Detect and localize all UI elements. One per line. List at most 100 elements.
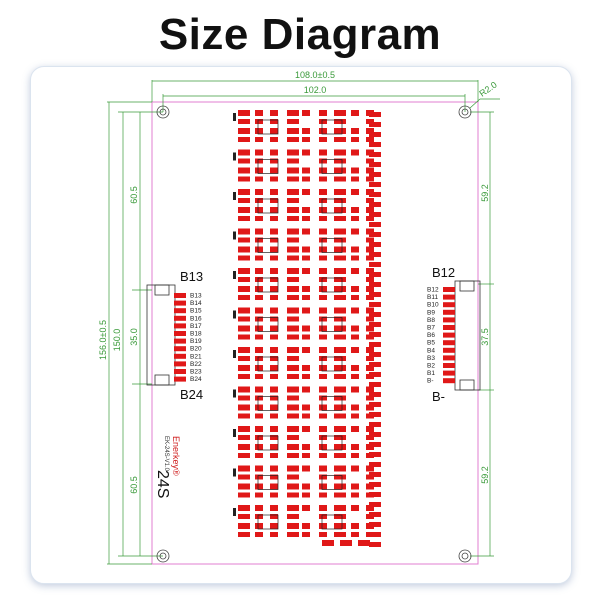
right-pin-label: B7	[427, 325, 435, 332]
smd-pad	[319, 277, 327, 282]
smd-pad	[270, 316, 278, 322]
smd-pad	[287, 453, 299, 458]
smd-pad	[366, 356, 374, 361]
left-pin-pad	[174, 338, 186, 344]
smd-pad	[351, 137, 359, 142]
smd-pad	[366, 347, 374, 353]
smd-pad	[238, 453, 250, 458]
smd-pad	[238, 395, 250, 401]
right-pin-label: B10	[427, 302, 439, 309]
smd-pad	[238, 465, 250, 472]
smd-pad	[238, 413, 250, 419]
smd-pad	[319, 413, 327, 419]
smd-pad	[287, 492, 299, 498]
smd-pad	[255, 277, 263, 282]
smd-pad	[238, 128, 250, 134]
smd-pad	[319, 374, 327, 379]
smd-pad	[255, 207, 263, 213]
smd-pad	[334, 532, 346, 537]
mounting-holes	[156, 105, 472, 563]
left-mid-label: 35.0	[129, 328, 139, 346]
smd-pad	[319, 110, 327, 116]
smd-pad	[351, 128, 359, 134]
smd-pad	[334, 149, 346, 156]
smd-pad	[255, 255, 263, 261]
smd-pad	[334, 413, 346, 419]
left-pin-label: B15	[190, 308, 202, 315]
smd-pad	[238, 532, 250, 537]
right-pin-label: B5	[427, 340, 435, 347]
right-pin-label: B4	[427, 347, 435, 354]
smd-pad	[334, 426, 346, 432]
edge-pad	[369, 212, 381, 217]
smd-pad	[334, 128, 346, 134]
smd-pad	[366, 255, 374, 261]
smd-pad	[351, 216, 359, 221]
smd-pad	[270, 386, 278, 393]
smd-pad	[319, 268, 327, 274]
left-pin-pad	[174, 376, 186, 382]
left-pin-pad	[174, 346, 186, 352]
smd-pad	[340, 540, 352, 546]
smd-pad	[302, 465, 310, 472]
ic-outline	[257, 396, 279, 411]
smd-pad	[334, 110, 346, 116]
cell-block	[233, 268, 374, 300]
smd-pad	[270, 295, 278, 300]
ic-outline	[321, 435, 343, 451]
smd-pad	[302, 426, 310, 432]
smd-pad	[238, 176, 250, 182]
smd-pad	[287, 523, 299, 529]
smd-pad	[351, 426, 359, 432]
right-pin-label: B8	[427, 317, 435, 324]
right-top-label: 59.2	[480, 184, 490, 202]
smd-pad	[334, 295, 346, 300]
right-pin-pad	[443, 347, 455, 353]
smd-pad	[238, 149, 250, 156]
smd-pad	[319, 176, 327, 182]
smd-pad	[255, 465, 263, 472]
smd-pad	[319, 386, 327, 393]
right-pin-label: B9	[427, 309, 435, 316]
smd-pad	[270, 149, 278, 156]
edge-pad	[369, 172, 381, 177]
smd-pad	[287, 325, 299, 332]
smd-pad	[302, 505, 310, 511]
smd-pad	[287, 216, 299, 221]
smd-pad	[287, 444, 299, 450]
edge-pad	[369, 352, 381, 357]
smd-pad	[334, 395, 346, 401]
cell-block	[233, 386, 374, 419]
smd-pad	[351, 110, 359, 116]
smd-pad	[238, 268, 250, 274]
smd-pad	[366, 198, 374, 203]
smd-pad	[238, 356, 250, 361]
smd-pad	[351, 307, 359, 314]
smd-pad	[287, 505, 299, 511]
smd-pad	[238, 110, 250, 116]
edge-pad	[369, 412, 381, 417]
smd-pad	[351, 465, 359, 472]
smd-pad	[366, 207, 374, 213]
smd-pad	[319, 128, 327, 134]
smd-pad	[302, 268, 310, 274]
component-array	[233, 110, 381, 547]
smd-pad	[319, 295, 327, 300]
smd-pad	[270, 453, 278, 458]
smd-pad	[238, 365, 250, 371]
smd-pad	[238, 474, 250, 480]
smd-pad	[302, 286, 310, 292]
smd-pad	[270, 137, 278, 142]
smd-pad	[334, 277, 346, 282]
smd-pad	[302, 228, 310, 235]
smd-pad	[351, 255, 359, 261]
smd-pad	[270, 465, 278, 472]
left-pin-label: B20	[190, 346, 202, 353]
left-pin-pad	[174, 293, 186, 298]
edge-pad	[369, 122, 381, 127]
smd-pad	[351, 365, 359, 371]
smd-pad	[334, 483, 346, 490]
smd-pad	[238, 316, 250, 322]
smd-pad	[319, 474, 327, 480]
smd-pad	[366, 268, 374, 274]
